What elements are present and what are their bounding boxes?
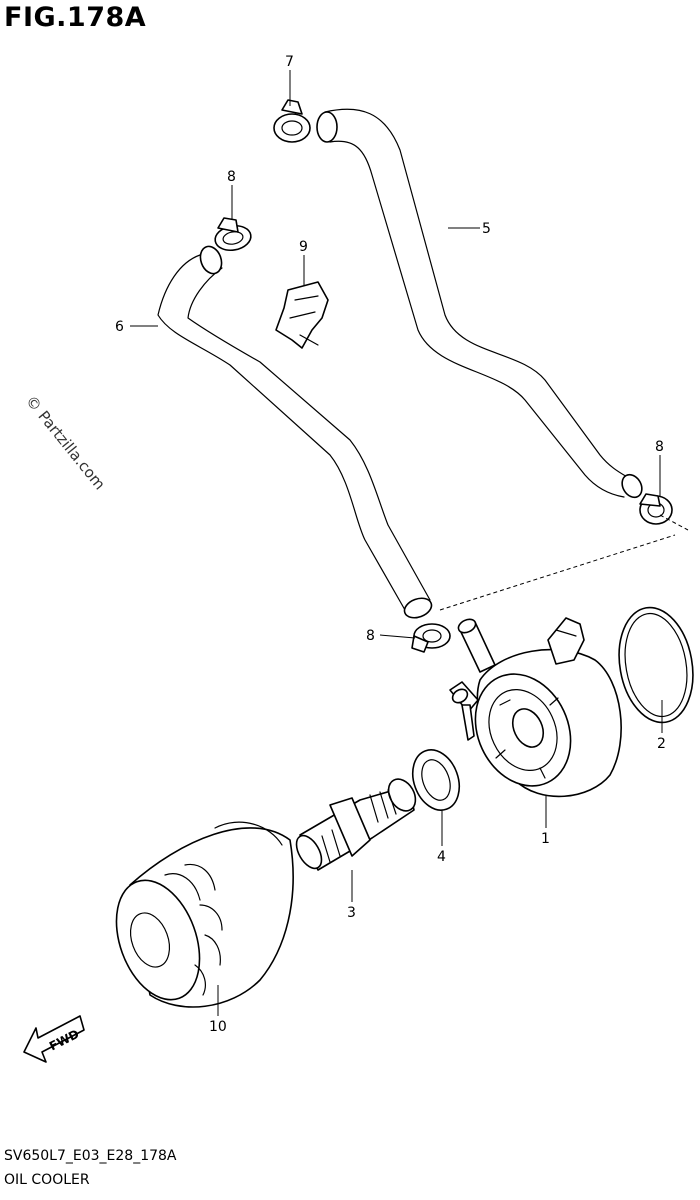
union-bolt-3[interactable] — [291, 774, 421, 872]
figure-name: OIL COOLER — [4, 1172, 90, 1188]
callout-numbers: 7 8 9 5 6 8 8 1 2 4 3 10 — [115, 54, 666, 1035]
callout-10: 10 — [209, 1019, 227, 1035]
callout-8-right: 8 — [655, 439, 664, 455]
callout-1: 1 — [541, 831, 550, 847]
clamp-8-lower[interactable] — [411, 623, 451, 653]
callout-8-lower: 8 — [366, 628, 375, 644]
assembly-guide-lines — [439, 514, 689, 611]
gasket-4[interactable] — [405, 743, 468, 816]
figure-code: SV650L7_E03_E28_178A — [4, 1148, 177, 1164]
clamp-7[interactable] — [273, 99, 311, 143]
callout-9: 9 — [299, 239, 308, 255]
callout-7: 7 — [285, 54, 294, 70]
oil-cooler-1[interactable] — [449, 617, 622, 802]
callout-6: 6 — [115, 319, 124, 335]
clamp-8-right[interactable] — [639, 493, 673, 525]
clamp-8-top[interactable] — [213, 217, 253, 253]
bracket-9[interactable] — [275, 281, 329, 349]
figure-title: FIG.178A — [4, 2, 147, 33]
callout-2: 2 — [657, 736, 666, 752]
callout-leader-lines — [130, 70, 663, 1016]
o-ring-2[interactable] — [610, 602, 700, 729]
callout-4: 4 — [437, 849, 446, 865]
callout-5: 5 — [482, 221, 491, 237]
callout-8-top: 8 — [227, 169, 236, 185]
oil-filter-10[interactable] — [101, 821, 294, 1011]
hose-5[interactable] — [316, 108, 646, 501]
callout-3: 3 — [347, 905, 356, 921]
forward-arrow-icon: FWD — [23, 1015, 85, 1063]
hose-6[interactable] — [157, 243, 434, 621]
